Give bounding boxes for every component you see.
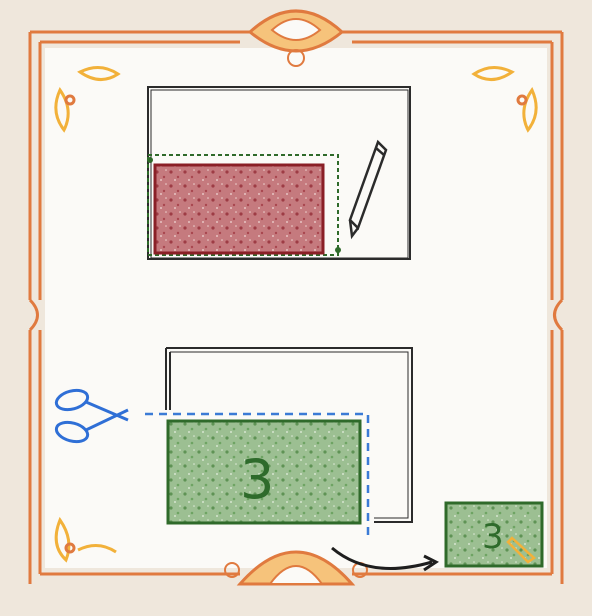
bottom-right-dot [335,247,341,253]
top-left-dot [147,157,153,163]
top-red-rectangle [155,165,323,253]
main-piece-label: 3 [240,448,274,511]
small-piece-label: 3 [482,517,504,557]
